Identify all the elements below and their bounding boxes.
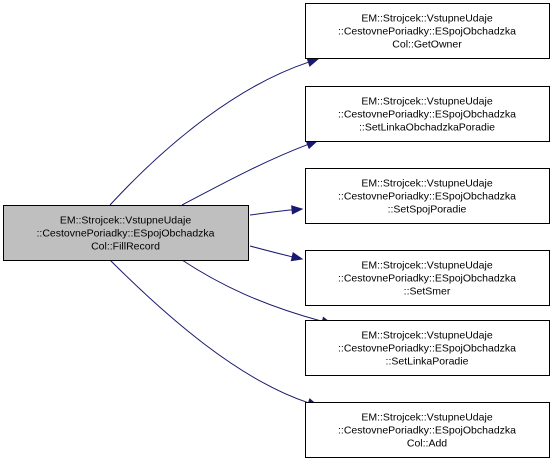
node-set-linka-poradie-label-line: EM::Strojcek::VstupneUdaje	[361, 330, 492, 342]
node-set-smer-label-line: EM::Strojcek::VstupneUdaje	[361, 260, 492, 272]
node-get-owner-box	[305, 3, 550, 59]
node-set-linka-poradie-box	[305, 320, 550, 376]
node-fill-record-label-line: EM::Strojcek::VstupneUdaje	[60, 215, 191, 227]
node-set-linka-obchadzka-poradie-label-line: EM::Strojcek::VstupneUdaje	[361, 96, 492, 108]
node-set-linka-obchadzka-poradie-box	[305, 86, 550, 142]
node-set-smer-label-line: ::SetSmer	[404, 286, 451, 298]
node-add-label-line: Col::Add	[407, 438, 447, 450]
edge-to-get-owner	[109, 57, 320, 206]
node-set-linka-poradie-label-line: ::CestovnePoriadky::ESpojObchadzka	[338, 343, 516, 355]
node-set-linka-poradie-label-line: ::SetLinkaPoradie	[386, 356, 469, 368]
node-set-spoj-poradie-label-line: EM::Strojcek::VstupneUdaje	[361, 178, 492, 190]
node-add-label-line: ::CestovnePoriadky::ESpojObchadzka	[338, 425, 516, 437]
node-fill-record-box	[3, 205, 249, 261]
edge-to-add	[109, 259, 320, 408]
node-set-smer-box	[305, 250, 550, 306]
node-set-linka-poradie[interactable]: EM::Strojcek::VstupneUdaje::CestovnePori…	[305, 320, 550, 376]
node-get-owner-label-line: ::CestovnePoriadky::ESpojObchadzka	[338, 26, 516, 38]
node-set-spoj-poradie-box	[305, 168, 550, 224]
node-set-linka-obchadzka-poradie-label-line: ::SetLinkaObchadzkaPoradie	[359, 122, 495, 134]
node-get-owner-label-line: EM::Strojcek::VstupneUdaje	[361, 13, 492, 25]
edge-to-set-spoj-poradie	[249, 205, 304, 216]
node-set-spoj-poradie[interactable]: EM::Strojcek::VstupneUdaje::CestovnePori…	[305, 168, 550, 224]
edge-to-set-linka-obchadzka-poradie	[181, 140, 319, 206]
node-add-box	[305, 402, 550, 458]
node-set-spoj-poradie-label-line: ::CestovnePoriadky::ESpojObchadzka	[338, 191, 516, 203]
nodes: EM::Strojcek::VstupneUdaje::CestovnePori…	[3, 3, 550, 458]
node-fill-record[interactable]: EM::Strojcek::VstupneUdaje::CestovnePori…	[3, 205, 249, 261]
node-set-linka-obchadzka-poradie[interactable]: EM::Strojcek::VstupneUdaje::CestovnePori…	[305, 86, 550, 142]
node-add-label-line: EM::Strojcek::VstupneUdaje	[361, 412, 492, 424]
node-add[interactable]: EM::Strojcek::VstupneUdaje::CestovnePori…	[305, 402, 550, 458]
node-get-owner[interactable]: EM::Strojcek::VstupneUdaje::CestovnePori…	[305, 3, 550, 59]
edge-to-set-smer	[249, 245, 304, 262]
node-get-owner-label-line: Col::GetOwner	[392, 39, 462, 51]
node-set-spoj-poradie-label-line: ::SetSpojPoradie	[388, 204, 467, 216]
node-fill-record-label-line: Col::FillRecord	[91, 241, 160, 253]
node-set-smer[interactable]: EM::Strojcek::VstupneUdaje::CestovnePori…	[305, 250, 550, 306]
node-fill-record-label-line: ::CestovnePoriadky::ESpojObchadzka	[36, 228, 214, 240]
node-set-smer-label-line: ::CestovnePoriadky::ESpojObchadzka	[338, 273, 516, 285]
node-set-linka-obchadzka-poradie-label-line: ::CestovnePoriadky::ESpojObchadzka	[338, 109, 516, 121]
